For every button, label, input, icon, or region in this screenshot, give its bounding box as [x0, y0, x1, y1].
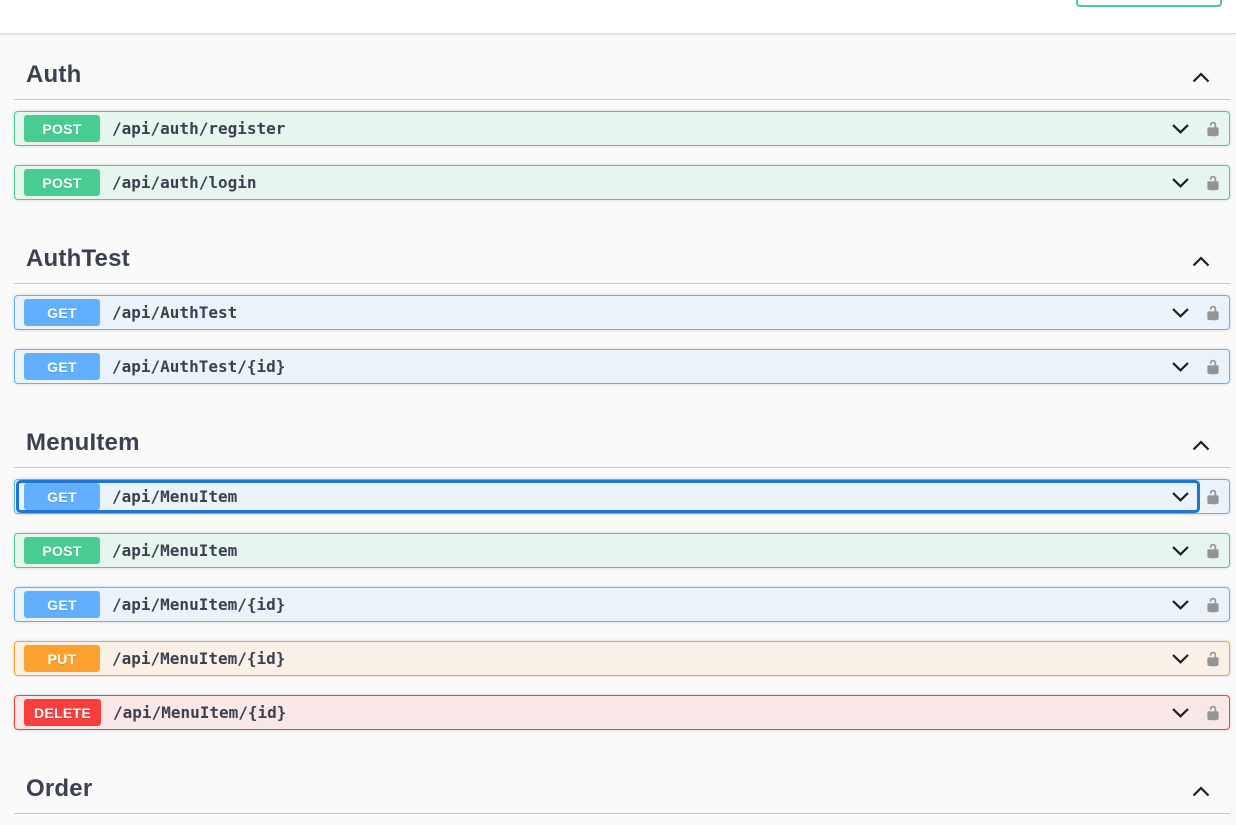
endpoint-summary-button[interactable]: DELETE /api/MenuItem/{id}: [19, 699, 1197, 726]
endpoint-row: DELETE /api/MenuItem/{id}: [14, 695, 1230, 730]
endpoint-row: PUT /api/MenuItem/{id}: [14, 641, 1230, 676]
endpoint-path: /api/MenuItem: [112, 541, 238, 560]
unlock-icon: [1207, 705, 1219, 720]
http-method-badge: POST: [24, 537, 100, 564]
endpoint-summary-button[interactable]: GET /api/MenuItem/{id}: [19, 591, 1197, 618]
http-method-badge: GET: [24, 299, 100, 326]
endpoint-path: /api/AuthTest: [112, 303, 238, 322]
section-header[interactable]: Order: [14, 749, 1230, 814]
endpoint-path: /api/auth/login: [112, 173, 257, 192]
auth-lock-button[interactable]: [1203, 483, 1223, 510]
http-method-badge: GET: [24, 353, 100, 380]
section-header[interactable]: AuthTest: [14, 219, 1230, 284]
endpoint-summary-button[interactable]: GET /api/AuthTest: [19, 299, 1197, 326]
auth-lock-button[interactable]: [1203, 591, 1223, 618]
unlock-icon: [1207, 543, 1219, 558]
http-method-badge: POST: [24, 115, 100, 142]
section-title: MenuItem: [26, 429, 140, 456]
api-section: MenuItem GET /api/MenuItem POST /api/Men…: [14, 403, 1230, 730]
endpoint-row: GET /api/MenuItem/{id}: [14, 587, 1230, 622]
http-method-badge: GET: [24, 591, 100, 618]
auth-lock-button[interactable]: [1203, 645, 1223, 672]
section-header[interactable]: Auth: [14, 35, 1230, 100]
chevron-down-icon: [1172, 545, 1189, 556]
endpoint-row: POST /api/auth/login: [14, 165, 1230, 200]
endpoint-summary-button[interactable]: POST /api/MenuItem: [19, 537, 1197, 564]
section-endpoints: POST /api/auth/register POST /api/auth/l…: [14, 100, 1230, 200]
chevron-down-icon: [1172, 707, 1189, 718]
endpoint-summary-button[interactable]: GET /api/AuthTest/{id}: [19, 353, 1197, 380]
endpoint-path: /api/MenuItem/{id}: [113, 703, 287, 722]
endpoint-path: /api/MenuItem/{id}: [112, 649, 286, 668]
unlock-icon: [1207, 305, 1219, 320]
section-title: Auth: [26, 61, 82, 88]
endpoint-row: POST /api/auth/register: [14, 111, 1230, 146]
endpoint-row: POST /api/MenuItem: [14, 533, 1230, 568]
unlock-icon: [1207, 651, 1219, 666]
unlock-icon: [1207, 597, 1219, 612]
unlock-icon: [1207, 121, 1219, 136]
collapse-section-button[interactable]: [1192, 256, 1210, 273]
endpoint-path: /api/MenuItem: [112, 487, 238, 506]
api-sections: Auth POST /api/auth/register POST /api/a…: [14, 34, 1230, 825]
authorize-button[interactable]: [1076, 0, 1222, 7]
chevron-up-icon: [1192, 256, 1210, 267]
api-section: AuthTest GET /api/AuthTest GET /api/Auth…: [14, 219, 1230, 384]
http-method-badge: GET: [24, 483, 100, 510]
unlock-icon: [1207, 489, 1219, 504]
endpoint-summary-button[interactable]: GET /api/MenuItem: [19, 483, 1197, 510]
endpoint-row: GET /api/AuthTest: [14, 295, 1230, 330]
section-title: AuthTest: [26, 245, 130, 272]
collapse-section-button[interactable]: [1192, 786, 1210, 803]
auth-lock-button[interactable]: [1203, 699, 1223, 726]
chevron-up-icon: [1192, 440, 1210, 451]
chevron-down-icon: [1172, 307, 1189, 318]
endpoint-path: /api/AuthTest/{id}: [112, 357, 286, 376]
api-section: Auth POST /api/auth/register POST /api/a…: [14, 35, 1230, 200]
chevron-down-icon: [1172, 653, 1189, 664]
auth-lock-button[interactable]: [1203, 115, 1223, 142]
chevron-up-icon: [1192, 72, 1210, 83]
endpoint-path: /api/auth/register: [112, 119, 286, 138]
section-endpoints: [14, 814, 1230, 825]
chevron-down-icon: [1172, 177, 1189, 188]
endpoint-summary-button[interactable]: POST /api/auth/login: [19, 169, 1197, 196]
section-endpoints: GET /api/AuthTest GET /api/AuthTest/{id}: [14, 284, 1230, 384]
section-title: Order: [26, 775, 93, 802]
http-method-badge: POST: [24, 169, 100, 196]
auth-lock-button[interactable]: [1203, 353, 1223, 380]
http-method-badge: PUT: [24, 645, 100, 672]
auth-lock-button[interactable]: [1203, 537, 1223, 564]
collapse-section-button[interactable]: [1192, 72, 1210, 89]
endpoint-path: /api/MenuItem/{id}: [112, 595, 286, 614]
chevron-down-icon: [1172, 491, 1189, 502]
http-method-badge: DELETE: [24, 699, 102, 726]
scheme-container: [0, 0, 1236, 34]
unlock-icon: [1207, 359, 1219, 374]
endpoint-row: GET /api/MenuItem: [14, 479, 1230, 514]
section-endpoints: GET /api/MenuItem POST /api/MenuItem: [14, 468, 1230, 730]
chevron-up-icon: [1192, 786, 1210, 797]
api-section: Order: [14, 749, 1230, 825]
unlock-icon: [1207, 175, 1219, 190]
collapse-section-button[interactable]: [1192, 440, 1210, 457]
endpoint-summary-button[interactable]: PUT /api/MenuItem/{id}: [19, 645, 1197, 672]
chevron-down-icon: [1172, 361, 1189, 372]
endpoint-summary-button[interactable]: POST /api/auth/register: [19, 115, 1197, 142]
chevron-down-icon: [1172, 599, 1189, 610]
auth-lock-button[interactable]: [1203, 169, 1223, 196]
endpoint-row: GET /api/AuthTest/{id}: [14, 349, 1230, 384]
chevron-down-icon: [1172, 123, 1189, 134]
section-header[interactable]: MenuItem: [14, 403, 1230, 468]
auth-lock-button[interactable]: [1203, 299, 1223, 326]
